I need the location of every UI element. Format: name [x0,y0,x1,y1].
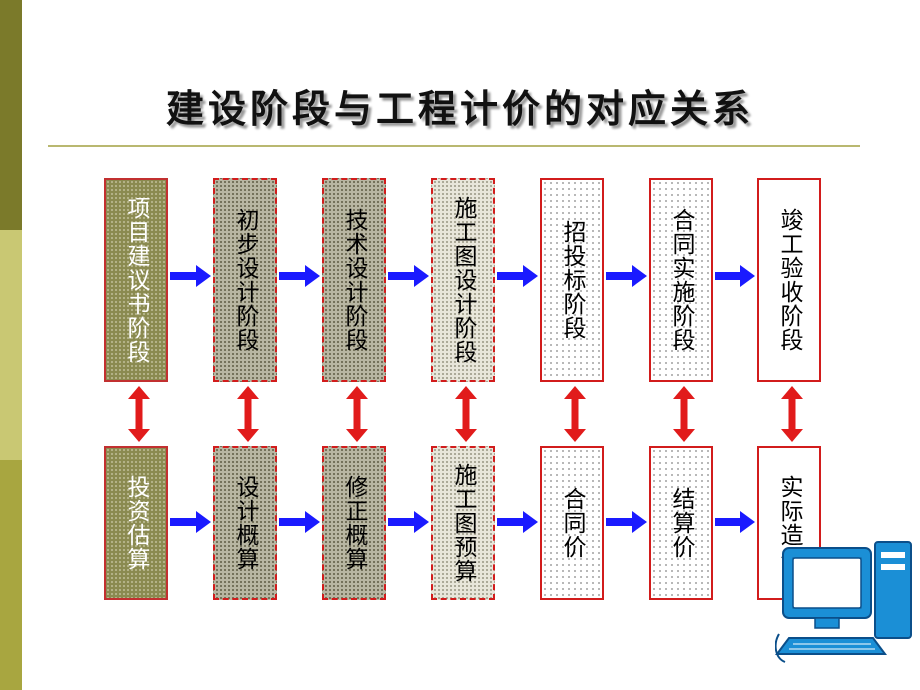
left-stripe-light [0,230,22,460]
stage-label: 项目建议书阶段 [123,196,149,364]
horizontal-arrows [170,265,755,533]
pricing-label: 投资估算 [123,475,149,571]
pricing-flow-arrow [388,511,429,533]
stage-box-completion-acceptance: 竣工验收阶段 [757,178,821,382]
slide-title: 建设阶段与工程计价的对应关系 [165,87,754,131]
computer-icon [775,541,912,663]
stage-flow-arrow [170,265,211,287]
stage-flow-arrow [497,265,538,287]
stage-flow-arrow [279,265,320,287]
title-divider [48,145,860,147]
stage-label: 招投标阶段 [559,220,585,340]
stage-label: 技术设计阶段 [341,208,367,352]
pricing-box-drawing-budget: 施工图预算 [431,446,495,600]
stage-label: 合同实施阶段 [668,208,694,352]
pricing-box-contract-price: 合同价 [540,446,604,600]
stage-flow-arrow [715,265,755,287]
stage-box-contract-execution: 合同实施阶段 [649,178,713,382]
stage-box-bidding: 招投标阶段 [540,178,604,382]
pricing-flow-arrow [279,511,320,533]
stage-flow-arrow [388,265,429,287]
pricing-flow-arrow [606,511,647,533]
correspondence-arrow [564,386,586,442]
pricing-label: 修正概算 [341,475,367,571]
stage-box-project-proposal: 项目建议书阶段 [104,178,168,382]
pricing-flow-arrow [715,511,755,533]
pricing-label: 设计概算 [232,475,258,571]
pricing-label: 合同价 [559,487,585,559]
pricing-box-design-estimate: 设计概算 [213,446,277,600]
stage-label: 竣工验收阶段 [776,208,802,352]
stage-box-preliminary-design: 初步设计阶段 [213,178,277,382]
correspondence-arrow [673,386,695,442]
pricing-box-investment-estimate: 投资估算 [104,446,168,600]
pricing-box-revised-estimate: 修正概算 [322,446,386,600]
stage-box-construction-drawing: 施工图设计阶段 [431,178,495,382]
stage-label: 初步设计阶段 [232,208,258,352]
stage-label: 施工图设计阶段 [450,196,476,364]
left-stripe-dark [0,0,22,230]
pricing-flow-arrow [497,511,538,533]
stage-box-technical-design: 技术设计阶段 [322,178,386,382]
pricing-label: 结算价 [668,487,694,559]
left-stripe-mid [0,460,22,690]
correspondence-arrow [237,386,259,442]
pricing-box-settlement-price: 结算价 [649,446,713,600]
pricing-flow-arrow [170,511,211,533]
correspondence-arrow [128,386,150,442]
correspondence-arrow [781,386,803,442]
pricing-label: 施工图预算 [450,463,476,583]
vertical-arrows [128,386,803,442]
correspondence-arrow [346,386,368,442]
correspondence-arrow [455,386,477,442]
stage-flow-arrow [606,265,647,287]
